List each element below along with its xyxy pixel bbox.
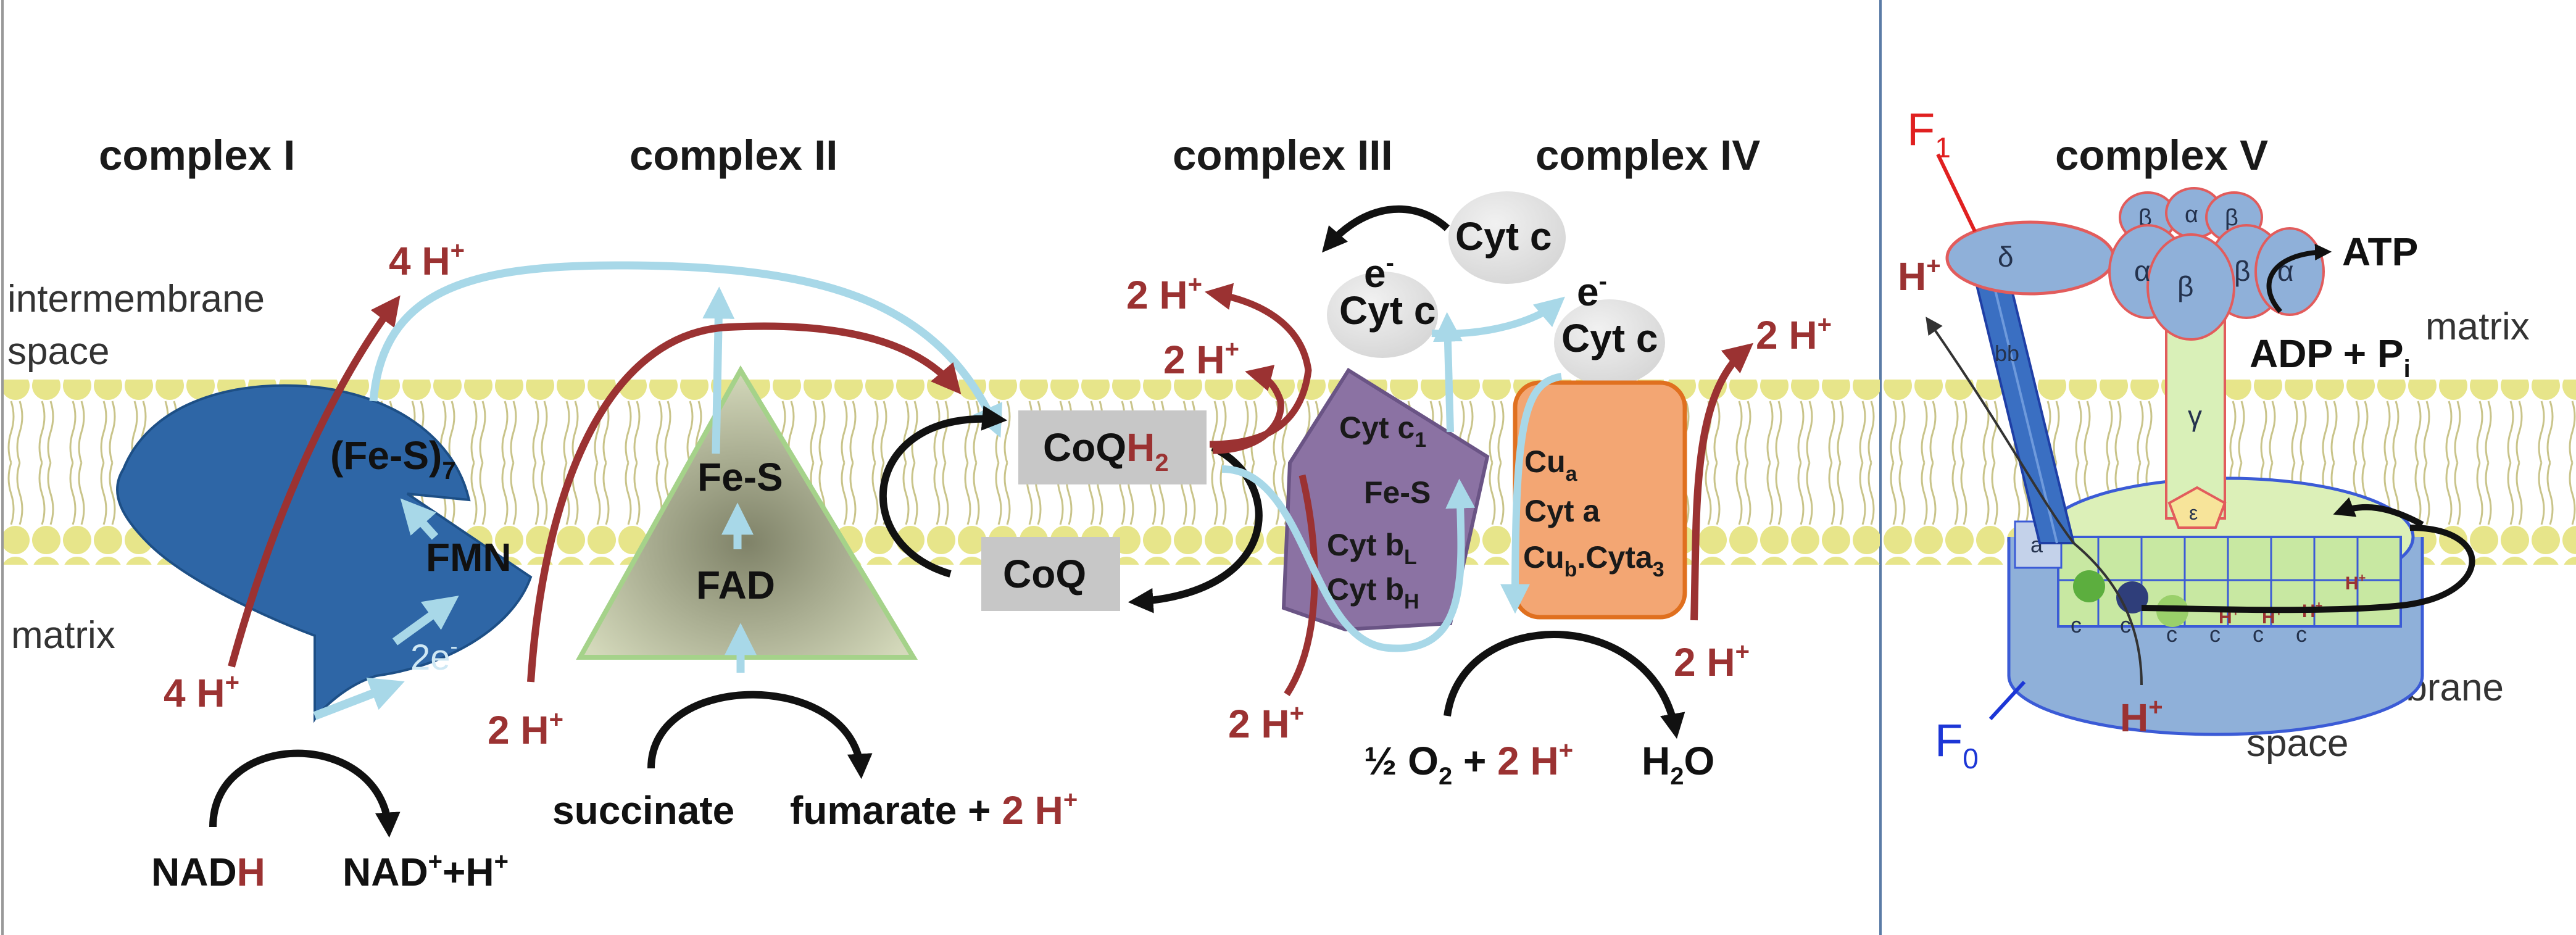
c-label-5: c [2253, 621, 2264, 647]
complex-5: a c c c c c c H+ H+ H+ H+ bb γ ε δ β α β [1898, 104, 2475, 775]
complex-4-water: H2O [1642, 739, 1714, 790]
f1-beta-top-2-label: β [2225, 205, 2238, 231]
complex-1-shape [116, 384, 533, 723]
c-label-3: c [2166, 621, 2177, 647]
f1-beta-center-label: β [2177, 270, 2193, 302]
coq-cycle: CoQH2 CoQ [879, 405, 1263, 613]
complex-3-cytbl: Cyt bL [1327, 528, 1417, 569]
complex-1-fmn: FMN [426, 535, 512, 580]
c-label-6: c [2296, 621, 2307, 647]
complex-3-fes: Fe-S [1364, 475, 1431, 510]
coqh2-box [1018, 410, 1207, 484]
complex-4: Cua Cyt a Cub.Cyta3 2 H+ 2 H+ ½ O2 + 2 H… [1364, 311, 1832, 790]
f1-label: F1 [1907, 104, 1951, 164]
gamma-label: γ [2188, 400, 2202, 432]
complex-4-protons-out: 2 H+ [1756, 311, 1832, 357]
heading-complex-2: complex II [629, 131, 837, 179]
label-intermembrane-left: intermembrane [7, 278, 265, 320]
complex-3-shape [1281, 367, 1490, 632]
f1-alpha-right [2254, 227, 2325, 316]
electron-path-1 [369, 261, 1003, 438]
complex-5-protons-top: H+ [1898, 252, 1941, 299]
complex-3-protons-out-1: 2 H+ [1126, 271, 1202, 317]
complex-3-cytc1: Cyt c1 [1339, 410, 1426, 452]
cring-proton-1 [2073, 570, 2105, 602]
electron-right: e- [1577, 268, 1607, 314]
epsilon-subunit [2167, 486, 2227, 529]
complex-2-fad: FAD [696, 563, 775, 607]
c-label-2: c [2120, 612, 2131, 638]
delta-label: δ [1998, 241, 2014, 273]
complex-1-protons-in: 4 H+ [164, 669, 239, 715]
cytochrome-c: Cyt c Cyt c Cyt c e- e- [1322, 191, 1665, 386]
c-label-4: c [2209, 621, 2221, 647]
complex-4-protons-in: 2 H+ [1674, 638, 1750, 684]
f0-label: F0 [1935, 715, 1979, 775]
b-stalk-label: bb [1995, 341, 2019, 366]
complex-1-electrons: 2e- [410, 633, 458, 678]
f1-beta-right-label: β [2234, 255, 2250, 287]
complex-3-cytbh: Cyt bH [1327, 572, 1419, 613]
complex-4-oxygen: ½ O2 + 2 H+ [1364, 737, 1573, 790]
complex-2-product: fumarate + 2 H+ [790, 786, 1078, 833]
complex-2-protons-in: 2 H+ [488, 706, 563, 752]
coq-label: CoQ [1003, 552, 1086, 596]
heading-complex-1: complex I [99, 131, 295, 179]
coq-box [981, 537, 1120, 611]
adp-label: ADP + Pi [2250, 331, 2411, 383]
complex-4-cua: Cua [1524, 444, 1578, 486]
delta-subunit [1945, 220, 2116, 296]
complex-2: Fe-S FAD 2 H+ succinate fumarate + 2 H+ [488, 286, 1078, 833]
complex-3-protons-out-2: 2 H+ [1163, 336, 1239, 382]
heading-complex-3: complex III [1173, 131, 1393, 179]
cytc-top [1448, 191, 1566, 284]
label-matrix-left: matrix [11, 614, 115, 657]
complex-1-protons-out: 4 H+ [389, 237, 465, 283]
complex-5-protons-bottom: H+ [2120, 694, 2163, 740]
cytc-right-label: Cyt c [1561, 316, 1658, 360]
electron-left: e- [1364, 249, 1394, 296]
c-label-1: c [2071, 612, 2082, 638]
cytc-left-label: Cyt c [1339, 288, 1436, 333]
cytc-top-label: Cyt c [1455, 214, 1552, 259]
complex-2-fes: Fe-S [697, 455, 783, 499]
cytc-right [1554, 299, 1665, 386]
atp-label: ATP [2342, 230, 2418, 274]
cring-h-4: H+ [2345, 571, 2366, 594]
heading-complex-5: complex V [2055, 131, 2268, 179]
coqh2-label: CoQH2 [1043, 425, 1169, 476]
heading-complex-4: complex IV [1535, 131, 1760, 179]
complex-2-substrate: succinate [552, 788, 734, 833]
f1-beta-center [2146, 233, 2235, 341]
complex-1-product: NAD++H+ [343, 848, 509, 894]
epsilon-label: ε [2189, 502, 2198, 524]
complex-3-protons-in: 2 H+ [1228, 700, 1304, 746]
cytc-left [1327, 272, 1438, 358]
f1-alpha-left-label: α [2134, 255, 2151, 287]
complex-1-substrate: NADH [151, 850, 265, 894]
complex-3: Cyt c1 Fe-S Cyt bL Cyt bH 2 H+ 2 H+ 2 H+ [1126, 271, 1490, 746]
complex-4-cub: Cub.Cyta3 [1523, 540, 1664, 581]
complex-1: (Fe-S)7 FMN 2e- 4 H+ 4 H+ NADH NAD++H+ [116, 237, 533, 894]
complex-4-cyta: Cyt a [1524, 494, 1600, 528]
complex-1-cluster: (Fe-S)7 [330, 433, 456, 484]
f1-alpha-top-label: α [2185, 202, 2198, 228]
label-matrix-right: matrix [2425, 305, 2530, 348]
label-space-left: space [7, 330, 109, 373]
